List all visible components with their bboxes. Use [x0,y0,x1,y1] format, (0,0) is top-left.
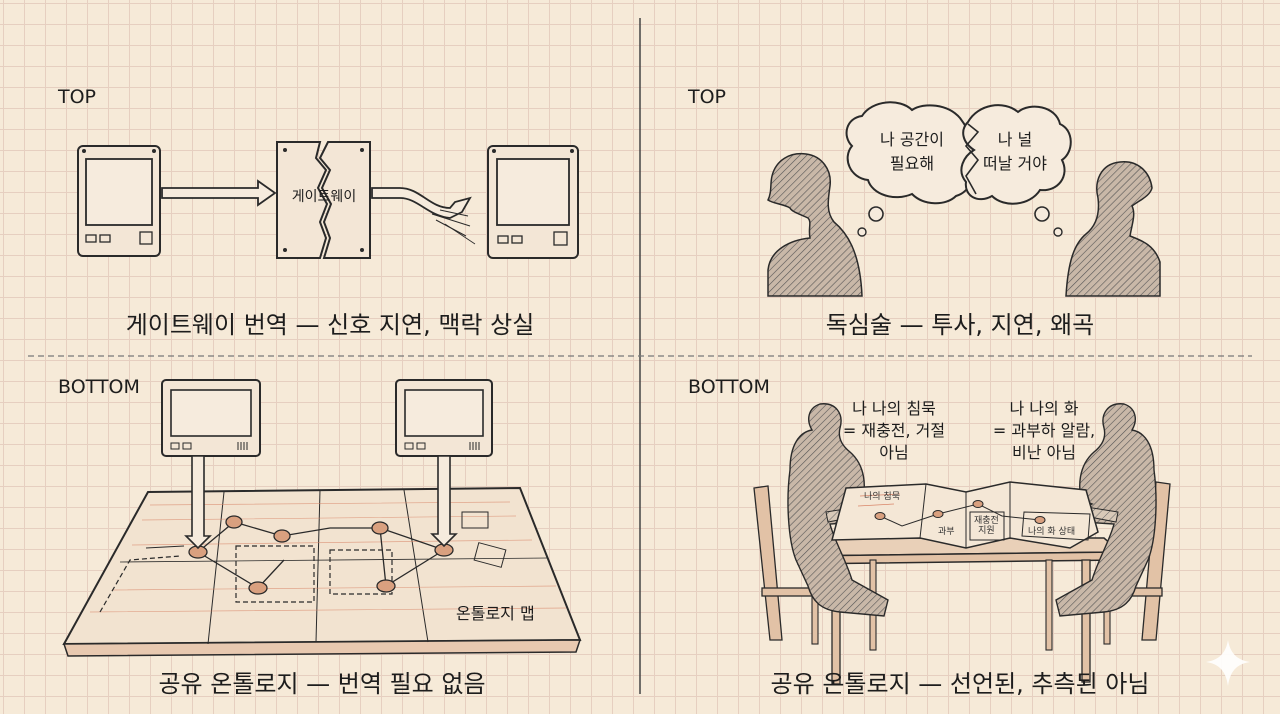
table-label-anger: 나의 화 상태 [1028,527,1076,537]
device-bottom-left [161,379,261,550]
top-right-tag: TOP [688,86,727,108]
note-right-text: 나 나의 화 = 과부하 알람, 비난 아님 [992,399,1096,462]
bottom-right-caption: 공유 온톨로지 — 선언된, 추측된 아님 [770,670,1150,698]
table-label-silence: 나의 침묵 [864,492,900,502]
gateway-block [276,141,371,259]
bottom-left-tag: BOTTOM [58,376,140,398]
table-label-overload: 과부 [938,527,955,537]
person-left-silhouette [767,152,863,297]
thought-bubble-right-text: 나 널 떠날 거야 [983,130,1047,173]
person-sitting-right [1055,403,1157,617]
thought-cloud-right [960,104,1072,237]
device-bottom-right [395,379,493,548]
bottom-left-caption: 공유 온톨로지 — 번역 필요 없음 [158,670,486,698]
top-left-tag: TOP [58,86,97,108]
gateway-label: 게이트웨이 [291,189,357,205]
device-left [77,145,161,257]
bottom-right-tag: BOTTOM [688,376,770,398]
top-right-caption: 독심술 — 투사, 지연, 왜곡 [825,311,1095,339]
top-left-caption: 게이트웨이 번역 — 신호 지연, 맥락 상실 [125,311,535,339]
ontology-map-label: 온톨로지 맵 [456,604,535,623]
arrow-to-gateway [161,179,277,207]
sparkle-icon [1206,640,1250,686]
shared-ontology-document [831,481,1099,549]
chair-left [753,485,837,645]
thought-bubble-left-text: 나 공간이 필요해 [880,130,944,173]
ontology-map [62,486,582,657]
person-right-silhouette [1065,161,1161,297]
table-label-recharge: 재충전 지원 [974,516,999,536]
note-left-text: 나 나의 침묵 = 재충전, 거절 아님 [842,399,946,462]
device-right [487,145,579,259]
arrow-from-gateway [371,187,476,245]
